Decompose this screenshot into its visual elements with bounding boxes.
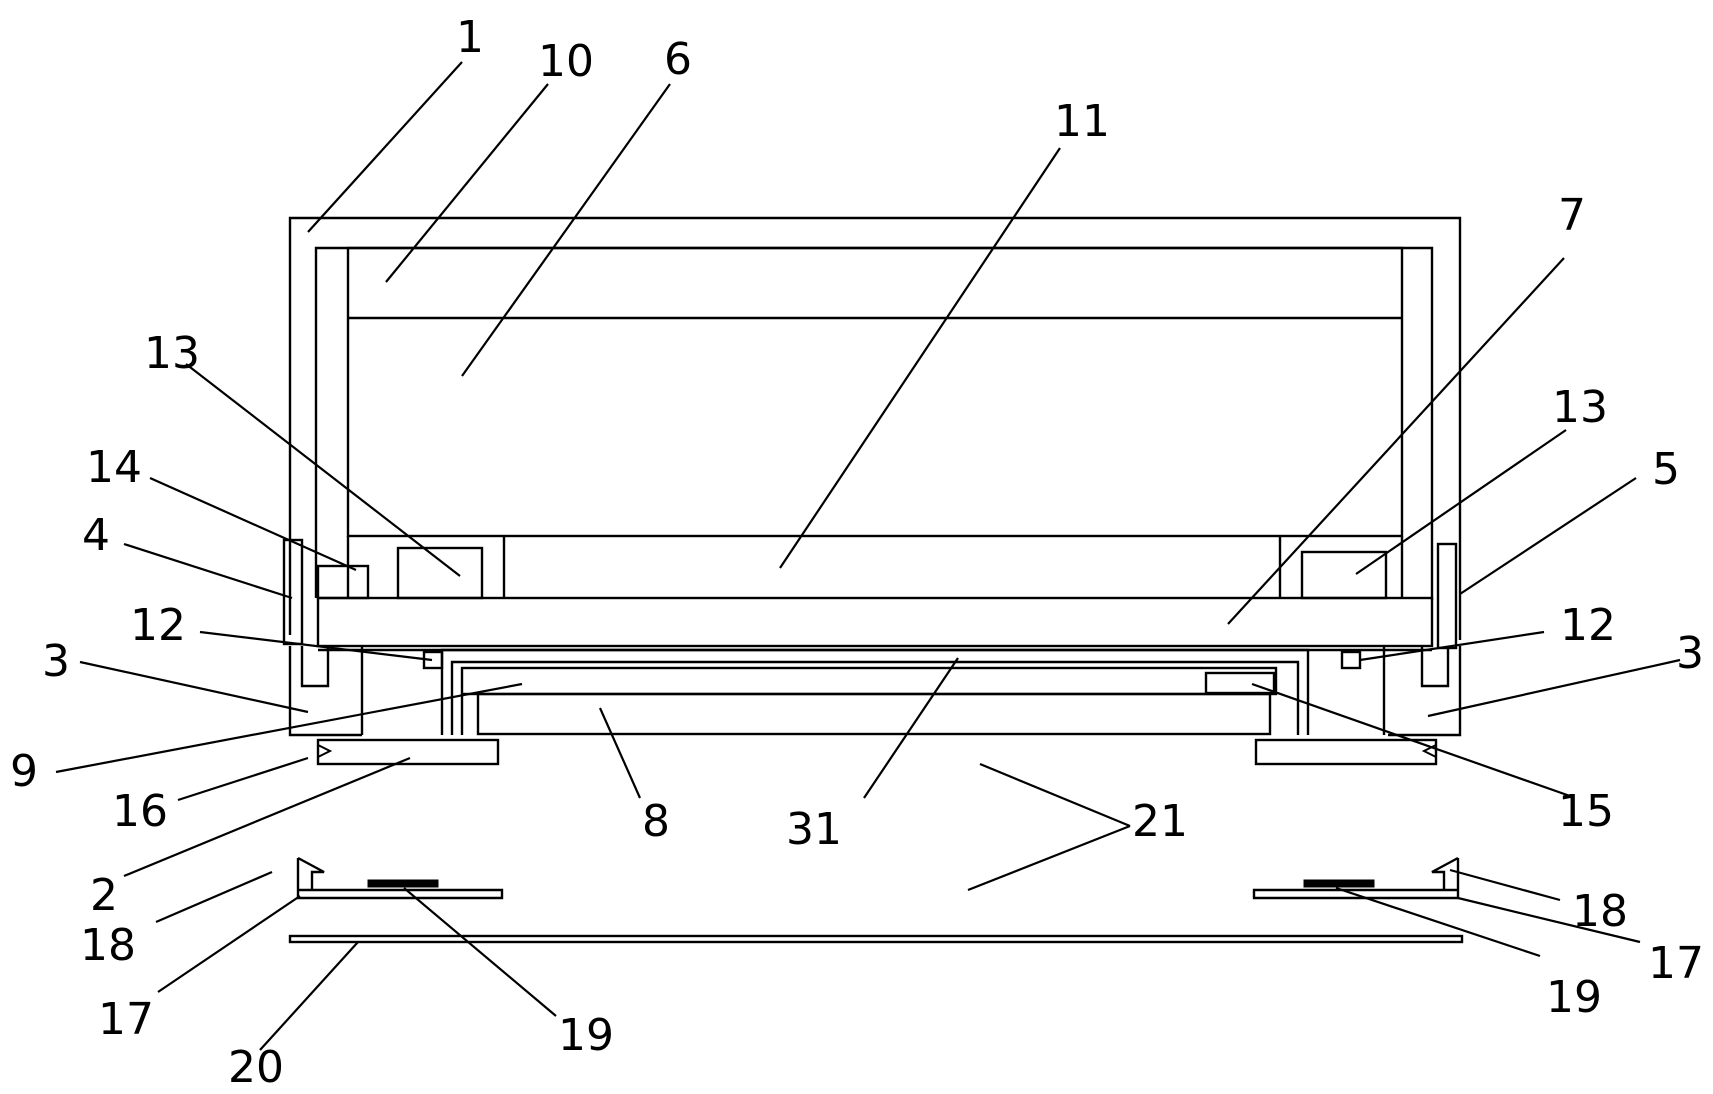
label-17-right: 17 (1648, 938, 1704, 989)
lower-brackets (296, 856, 1460, 900)
reference-numerals: 1 10 6 11 7 13 13 14 5 4 12 12 3 3 9 16 … (10, 12, 1704, 1093)
block-14 (316, 564, 370, 600)
label-3-right: 3 (1676, 628, 1704, 679)
label-1: 1 (456, 12, 484, 63)
base-plates-2 (316, 738, 1438, 766)
label-18-right: 18 (1572, 886, 1628, 937)
label-21: 21 (1132, 796, 1188, 847)
label-17-left: 17 (98, 994, 154, 1045)
block-15 (1204, 671, 1276, 695)
label-7: 7 (1558, 190, 1586, 241)
plates-9-8 (460, 666, 1278, 736)
label-15: 15 (1558, 786, 1614, 837)
label-31: 31 (786, 804, 842, 855)
label-20: 20 (228, 1042, 284, 1093)
housing (288, 216, 1462, 640)
label-19-right: 19 (1546, 972, 1602, 1023)
label-14: 14 (86, 442, 142, 493)
label-12-right: 12 (1560, 600, 1616, 651)
side-plate-5 (1436, 542, 1458, 650)
inner-frame (346, 246, 1404, 598)
side-plate-4 (282, 538, 304, 646)
label-10: 10 (538, 36, 594, 87)
blocks-13 (396, 546, 1388, 600)
label-5: 5 (1652, 444, 1680, 495)
label-13-left: 13 (144, 328, 200, 379)
lower-structure (288, 646, 1462, 737)
plate-7 (316, 596, 1434, 648)
bottom-plate-20 (288, 934, 1464, 944)
label-12-left: 12 (130, 600, 186, 651)
label-19-left: 19 (558, 1010, 614, 1061)
label-3-left: 3 (42, 636, 70, 687)
label-13-right: 13 (1552, 382, 1608, 433)
leader-lines (55, 61, 1681, 1051)
label-6: 6 (664, 34, 692, 85)
label-9: 9 (10, 746, 38, 797)
label-2: 2 (90, 870, 118, 921)
label-18-left: 18 (80, 920, 136, 971)
label-16: 16 (112, 786, 168, 837)
label-11: 11 (1054, 96, 1110, 147)
label-8: 8 (642, 796, 670, 847)
label-4: 4 (82, 510, 110, 561)
hooks-12 (422, 650, 1362, 670)
